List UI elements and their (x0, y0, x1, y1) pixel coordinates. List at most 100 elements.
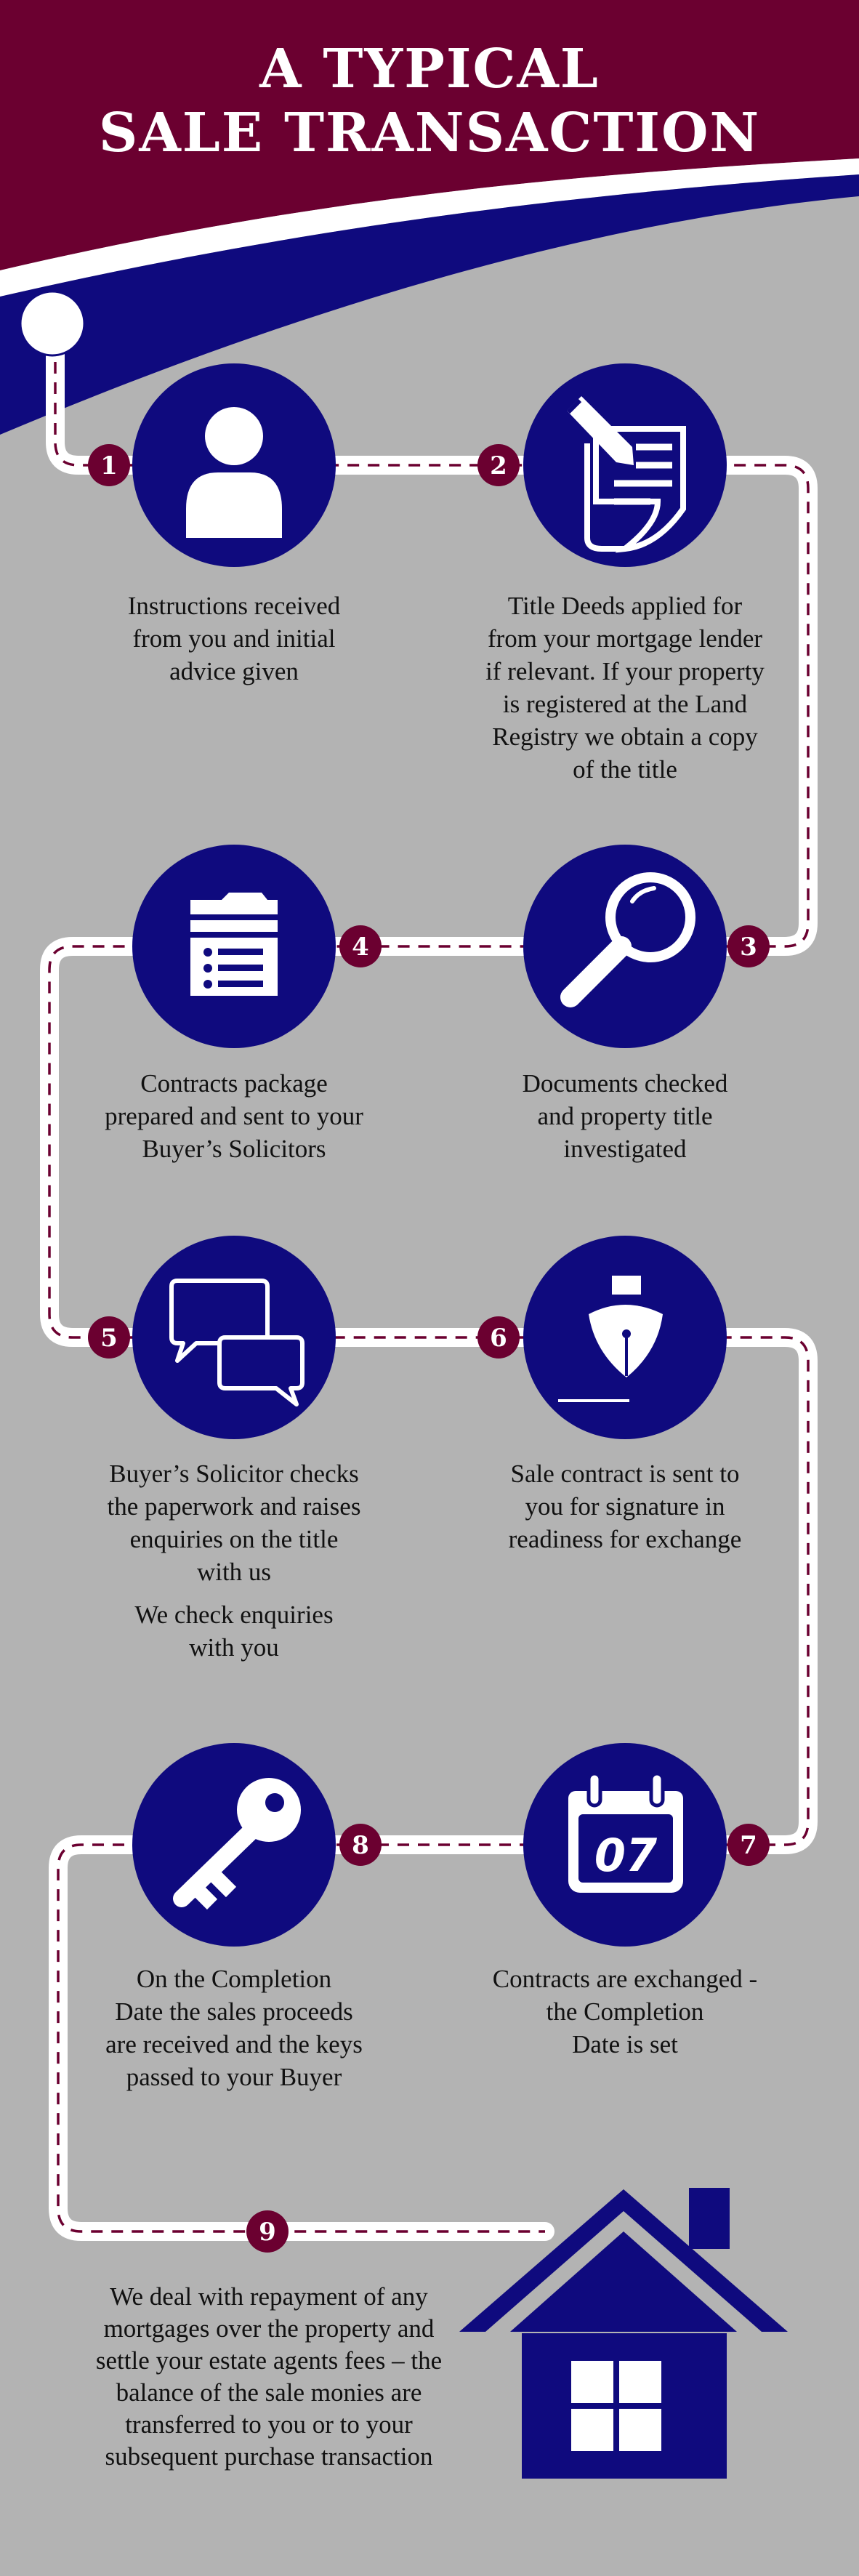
step-1-icon-circle (132, 363, 336, 567)
header-maroon-band (0, 0, 859, 270)
step-6-line: readiness for exchange (508, 1525, 742, 1553)
step-2-line: Title Deeds applied for (507, 592, 743, 620)
step-number: 1 (100, 451, 118, 480)
step-7-line: the Completion (546, 1997, 704, 2026)
step-1-line: advice given (169, 657, 299, 685)
step-9-line: balance of the sale monies are (116, 2378, 422, 2407)
page-title-line-2: SALE TRANSACTION (98, 102, 761, 164)
step-2-line: if relevant. If your property (485, 657, 765, 685)
step-8-description: On the Completion Date the sales proceed… (52, 1963, 416, 2093)
speech-bubbles-icon (169, 1279, 305, 1406)
step-2-line: is registered at the Land (502, 690, 748, 718)
step-5-extra-line: We check enquiries (134, 1601, 334, 1629)
step-6-description: Sale contract is sent to you for signatu… (458, 1457, 792, 1555)
step-1-line: Instructions received (127, 592, 341, 620)
step-8-line: passed to your Buyer (126, 2063, 342, 2091)
step-6-badge: 6 (477, 1316, 520, 1359)
step-number: 9 (259, 2218, 276, 2247)
step-7-description: Contracts are exchanged - the Completion… (451, 1963, 799, 2061)
step-number: 6 (490, 1324, 507, 1353)
calendar-icon: 07 (568, 1771, 683, 1893)
step-badge-circle (727, 1824, 770, 1866)
step-5-icon-circle (132, 1236, 336, 1439)
step-badge-circle (246, 2210, 289, 2253)
step-3-icon-circle (523, 845, 727, 1048)
step-4-icon-circle (132, 845, 336, 1048)
header-white-swoosh (0, 158, 859, 297)
step-5-description: Buyer’s Solicitor checks the paperwork a… (52, 1457, 416, 1664)
step-4-line: Contracts package (140, 1069, 328, 1098)
step-1-badge: 1 (88, 444, 130, 486)
step-9-description: We deal with repayment of any mortgages … (58, 2281, 480, 2473)
step-5-badge: 5 (88, 1316, 130, 1359)
step-4-badge: 4 (339, 925, 382, 967)
step-6-line: Sale contract is sent to (510, 1460, 740, 1488)
step-5-line: Buyer’s Solicitor checks (109, 1460, 359, 1488)
step-4-line: prepared and sent to your (105, 1102, 363, 1130)
magnifier-icon (560, 872, 695, 1007)
step-9-line: mortgages over the property and (103, 2314, 435, 2343)
step-3-line: Documents checked (522, 1069, 728, 1098)
step-9-line: transferred to you or to your (125, 2410, 413, 2439)
key-icon (173, 1778, 301, 1910)
step-7-badge: 7 (727, 1824, 770, 1866)
step-8-icon-circle (132, 1743, 336, 1947)
step-badge-circle (88, 1316, 130, 1359)
step-2-line: from your mortgage lender (487, 624, 763, 653)
step-7-line: Contracts are exchanged - (492, 1965, 758, 1993)
step-badge-circle (727, 925, 770, 967)
person-icon (186, 407, 282, 538)
step-5-line: enquiries on the title (129, 1525, 339, 1553)
step-9-line: subsequent purchase transaction (105, 2442, 433, 2471)
fountain-pen-icon (558, 1276, 663, 1402)
step-1-description: Instructions received from you and initi… (67, 589, 401, 688)
step-4-line: Buyer’s Solicitors (142, 1135, 326, 1163)
step-badge-circle (339, 1824, 382, 1866)
step-2-description: Title Deeds applied for from your mortga… (443, 589, 807, 786)
calendar-day-text: 07 (594, 1829, 658, 1882)
header-navy-swoosh (0, 174, 859, 435)
step-badge-circle (477, 1316, 520, 1359)
step-1-line: from you and initial (132, 624, 336, 653)
step-2-icon-circle (523, 363, 727, 567)
step-number: 8 (352, 1831, 369, 1860)
step-7-line: Date is set (572, 2030, 678, 2058)
step-9-line: We deal with repayment of any (110, 2282, 428, 2311)
document-pen-icon (566, 396, 686, 553)
folder-icon (190, 893, 278, 996)
step-9-badge: 9 (246, 2210, 289, 2253)
route-dashes (48, 342, 810, 2233)
step-8-line: Date the sales proceeds (115, 1997, 353, 2026)
step-2-line: Registry we obtain a copy (492, 723, 758, 751)
step-3-line: investigated (563, 1135, 687, 1163)
step-3-badge: 3 (727, 925, 770, 967)
step-badge-circle (339, 925, 382, 967)
page-title-line-1: A TYPICAL (259, 38, 600, 100)
step-7-icon-circle: 07 (523, 1743, 727, 1947)
step-6-icon-circle (523, 1236, 727, 1439)
step-number: 5 (100, 1324, 118, 1353)
step-2-line: of the title (573, 755, 677, 784)
step-5-extra-line: with you (189, 1633, 279, 1662)
step-3-description: Documents checked and property title inv… (458, 1067, 792, 1165)
step-3-line: and property title (537, 1102, 713, 1130)
step-2-badge: 2 (477, 444, 520, 486)
step-badge-circle (88, 444, 130, 486)
house-icon (459, 2188, 788, 2479)
step-number: 4 (352, 933, 369, 962)
step-5-line: the paperwork and raises (107, 1492, 361, 1521)
step-number: 2 (490, 451, 507, 480)
step-number: 3 (740, 933, 757, 962)
step-badge-circle (477, 444, 520, 486)
step-9-line: settle your estate agents fees – the (95, 2346, 443, 2375)
start-marker (19, 290, 86, 357)
step-4-description: Contracts package prepared and sent to y… (52, 1067, 416, 1165)
step-8-badge: 8 (339, 1824, 382, 1866)
step-5-line: with us (196, 1558, 272, 1586)
step-8-line: are received and the keys (105, 2030, 363, 2058)
step-number: 7 (740, 1831, 757, 1860)
step-6-line: you for signature in (525, 1492, 725, 1521)
step-8-line: On the Completion (136, 1965, 332, 1993)
